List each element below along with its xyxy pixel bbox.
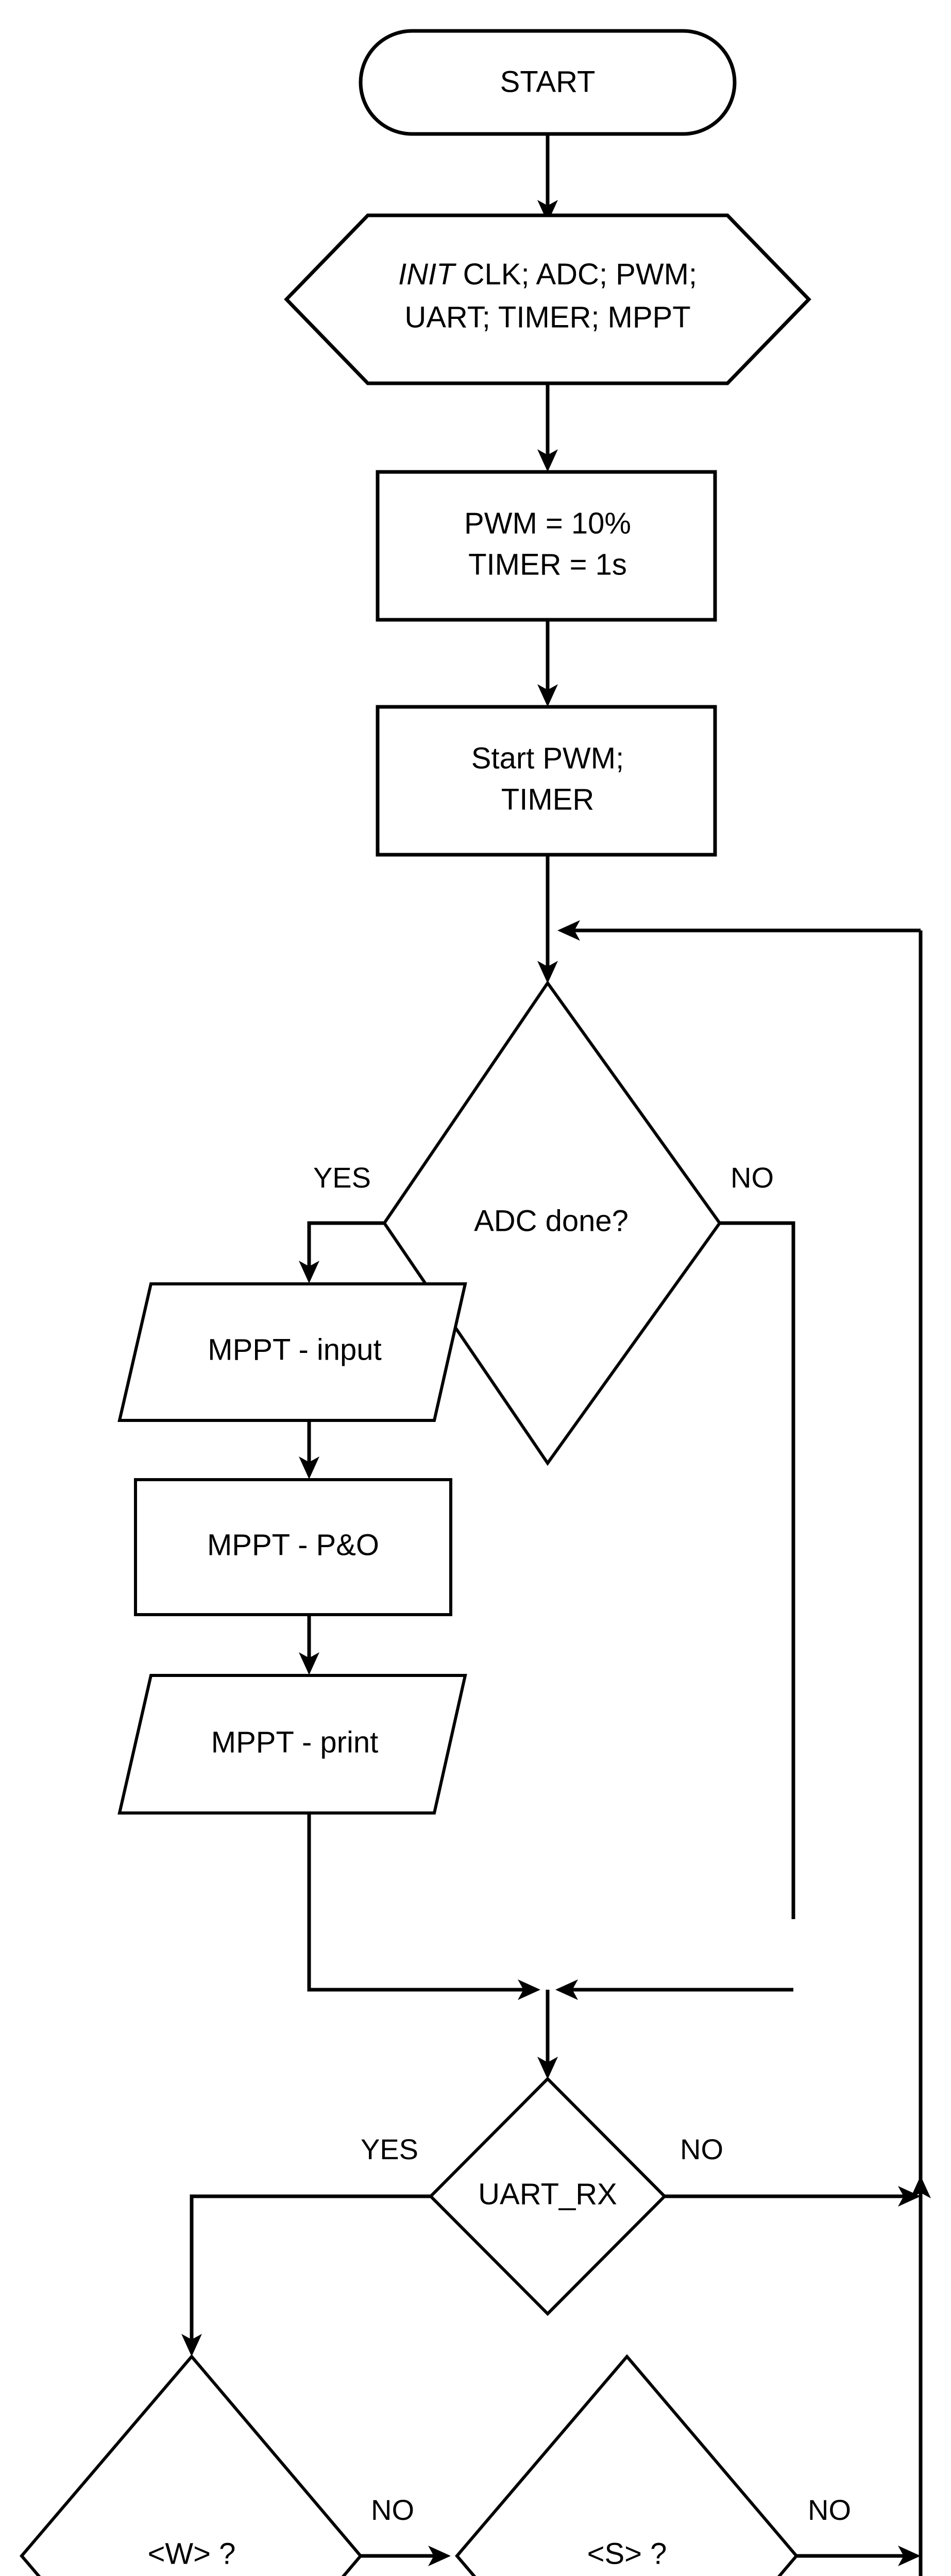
node-mppt-po[interactable]: MPPT - P&O bbox=[134, 1478, 452, 1616]
edge-outer-loop-return bbox=[557, 920, 921, 941]
node-setup[interactable]: PWM = 10% TIMER = 1s bbox=[376, 470, 717, 622]
edge-mpptinput-to-mpptpo bbox=[299, 1421, 319, 1479]
node-uart-rx[interactable]: UART_RX bbox=[428, 2076, 667, 2316]
edge-uartrx-no bbox=[665, 2186, 921, 2207]
edge-w-no bbox=[361, 2546, 451, 2566]
node-init-line2: UART; TIMER; MPPT bbox=[404, 300, 690, 334]
edge-start-to-init bbox=[537, 134, 558, 223]
edge-setup-to-startpwm bbox=[537, 620, 558, 707]
node-key-s[interactable]: <S> ? bbox=[455, 2354, 799, 2576]
edge-label-uartrx-yes: YES bbox=[361, 2133, 418, 2165]
node-start-label: START bbox=[500, 65, 596, 98]
node-adc-done-label: ADC done? bbox=[474, 1204, 629, 1238]
node-startpwm[interactable]: Start PWM; TIMER bbox=[376, 705, 717, 857]
node-setup-line1: PWM = 10% bbox=[464, 506, 631, 540]
edge-adc-yes bbox=[299, 1221, 384, 1283]
edge-label-adc-yes: YES bbox=[313, 1161, 371, 1194]
edge-mpptprint-to-uart bbox=[307, 1814, 540, 2000]
node-mppt-po-label: MPPT - P&O bbox=[207, 1528, 379, 1562]
node-key-w[interactable]: <W> ? bbox=[20, 2354, 363, 2576]
edge-startpwm-to-adc bbox=[537, 854, 558, 984]
edge-right-vertical-bus bbox=[910, 930, 931, 2576]
edge-adc-no bbox=[720, 1221, 795, 1919]
edge-init-to-setup bbox=[537, 384, 558, 472]
edge-label-s-no: NO bbox=[808, 2494, 851, 2526]
node-key-s-label: <S> ? bbox=[587, 2537, 667, 2570]
edge-adcno-to-uart-junction bbox=[555, 1979, 793, 2000]
node-start[interactable]: START bbox=[359, 29, 737, 136]
node-init-line1: INIT CLK; ADC; PWM; bbox=[398, 258, 697, 291]
edge-junction-to-uartrx bbox=[537, 1990, 558, 2079]
node-adc-done[interactable]: ADC done? bbox=[382, 980, 722, 1466]
node-startpwm-line2: TIMER bbox=[501, 783, 594, 816]
node-mppt-input[interactable]: MPPT - input bbox=[117, 1282, 467, 1422]
node-mppt-input-label: MPPT - input bbox=[208, 1333, 381, 1366]
edge-uartrx-yes bbox=[181, 2194, 431, 2357]
node-startpwm-line1: Start PWM; bbox=[471, 741, 624, 775]
node-setup-line2: TIMER = 1s bbox=[468, 548, 627, 581]
node-init-italic: INIT bbox=[398, 258, 456, 291]
node-init-rest: CLK; ADC; PWM; bbox=[455, 258, 698, 291]
edge-s-no bbox=[796, 2546, 921, 2566]
edge-label-adc-no: NO bbox=[731, 1161, 774, 1194]
node-uart-rx-label: UART_RX bbox=[478, 2177, 617, 2211]
edge-label-w-no: NO bbox=[371, 2494, 414, 2526]
edge-label-uartrx-no: NO bbox=[680, 2133, 723, 2165]
node-init[interactable]: INIT CLK; ADC; PWM; UART; TIMER; MPPT bbox=[284, 213, 811, 385]
node-mppt-print-label: MPPT - print bbox=[211, 1725, 378, 1759]
node-mppt-print[interactable]: MPPT - print bbox=[117, 1674, 467, 1815]
edge-mpptpo-to-mpptprint bbox=[299, 1614, 319, 1675]
node-key-w-label: <W> ? bbox=[148, 2537, 236, 2570]
